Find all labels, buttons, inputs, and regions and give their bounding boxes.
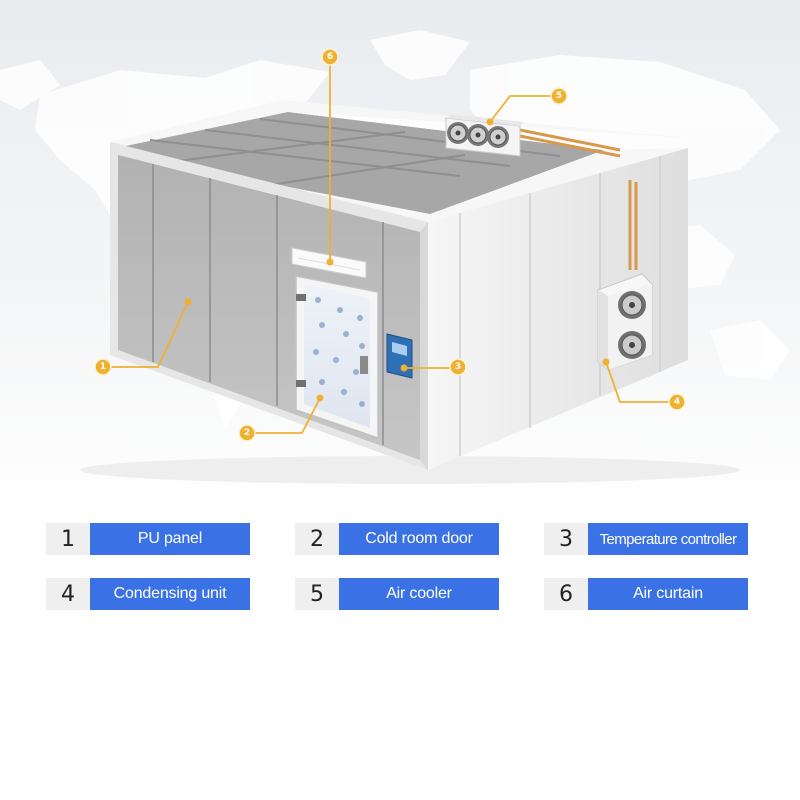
legend-number: 6	[544, 578, 588, 610]
legend-label: Cold room door	[339, 523, 499, 555]
cold-room-door	[295, 275, 379, 440]
condensing-unit	[597, 273, 653, 371]
callout-badge-4: 4	[668, 393, 686, 411]
svg-text:2: 2	[244, 428, 250, 438]
legend-item-pu-panel: 1 PU panel	[46, 523, 250, 555]
fan-icon	[618, 331, 646, 359]
callout-endpoints	[184, 118, 610, 402]
temperature-controller	[386, 333, 413, 379]
legend-number: 5	[295, 578, 339, 610]
fan-icon	[467, 124, 489, 146]
legend-label: Air cooler	[339, 578, 499, 610]
callout-badge-2: 2	[238, 424, 256, 442]
legend-label: Condensing unit	[90, 578, 250, 610]
legend-item-temperature-controller: 3 Temperature controller	[544, 523, 748, 555]
fan-icon	[618, 291, 646, 319]
copper-pipes	[519, 128, 638, 270]
door-handle	[360, 356, 368, 374]
legend-label: Temperature controller	[588, 523, 748, 555]
legend-label: PU panel	[90, 523, 250, 555]
callout-badge-6: 6	[321, 48, 339, 66]
svg-text:4: 4	[674, 397, 680, 407]
legend-item-cold-room-door: 2 Cold room door	[295, 523, 499, 555]
callout-badge-3: 3	[449, 358, 467, 376]
fan-icon	[447, 122, 469, 144]
fan-icon	[487, 126, 509, 148]
air-cooler	[445, 114, 524, 157]
door-hinge-icon	[296, 294, 306, 301]
legend-number: 4	[46, 578, 90, 610]
legend-item-air-curtain: 6 Air curtain	[544, 578, 748, 610]
door-hinge-icon	[296, 380, 306, 387]
ground-shadow	[80, 456, 740, 484]
legend-item-air-cooler: 5 Air cooler	[295, 578, 499, 610]
callout-badge-5: 5	[550, 87, 568, 105]
legend-number: 1	[46, 523, 90, 555]
controller-screen-icon	[392, 342, 407, 356]
legend-item-condensing-unit: 4 Condensing unit	[46, 578, 250, 610]
svg-text:1: 1	[100, 362, 106, 372]
legend-number: 3	[544, 523, 588, 555]
callout-badge-1: 1	[94, 358, 112, 376]
callout-leaders	[110, 58, 675, 434]
svg-text:6: 6	[327, 52, 333, 62]
right-wall	[420, 148, 688, 470]
svg-text:3: 3	[455, 362, 461, 372]
legend-label: Air curtain	[588, 578, 748, 610]
svg-text:5: 5	[556, 91, 562, 101]
legend-number: 2	[295, 523, 339, 555]
